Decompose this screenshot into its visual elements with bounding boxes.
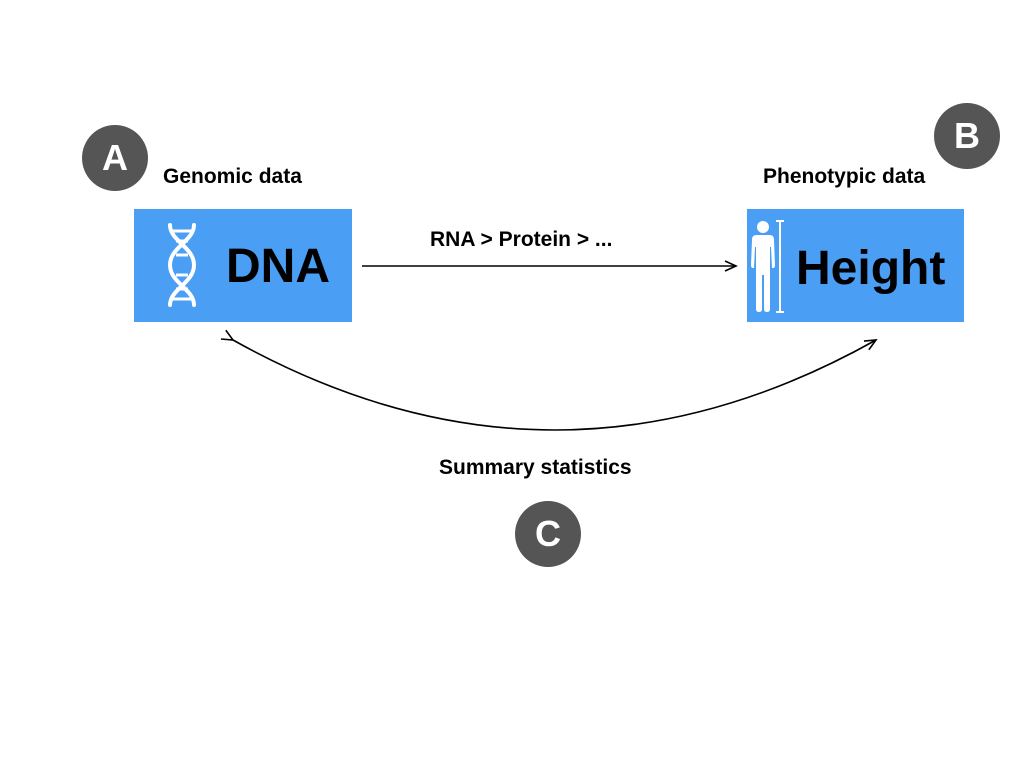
summary-statistics-label: Summary statistics [439, 456, 632, 479]
dna-box: DNA [134, 209, 352, 322]
dna-helix-icon [167, 223, 197, 307]
badge-a: A [82, 125, 148, 191]
badge-c-letter: C [535, 513, 561, 554]
badge-c: C [515, 501, 581, 567]
height-box: Height [747, 209, 964, 322]
badge-b: B [934, 103, 1000, 169]
phenotypic-data-heading: Phenotypic data [763, 165, 926, 188]
genomic-data-heading: Genomic data [163, 165, 302, 188]
forward-arrow-label: RNA > Protein > ... [430, 228, 613, 251]
summary-curve-arrow [220, 329, 878, 431]
dna-label: DNA [226, 240, 330, 293]
badge-a-letter: A [102, 137, 128, 178]
height-label: Height [796, 242, 946, 295]
human-height-icon [751, 220, 784, 313]
badge-b-letter: B [954, 115, 980, 156]
